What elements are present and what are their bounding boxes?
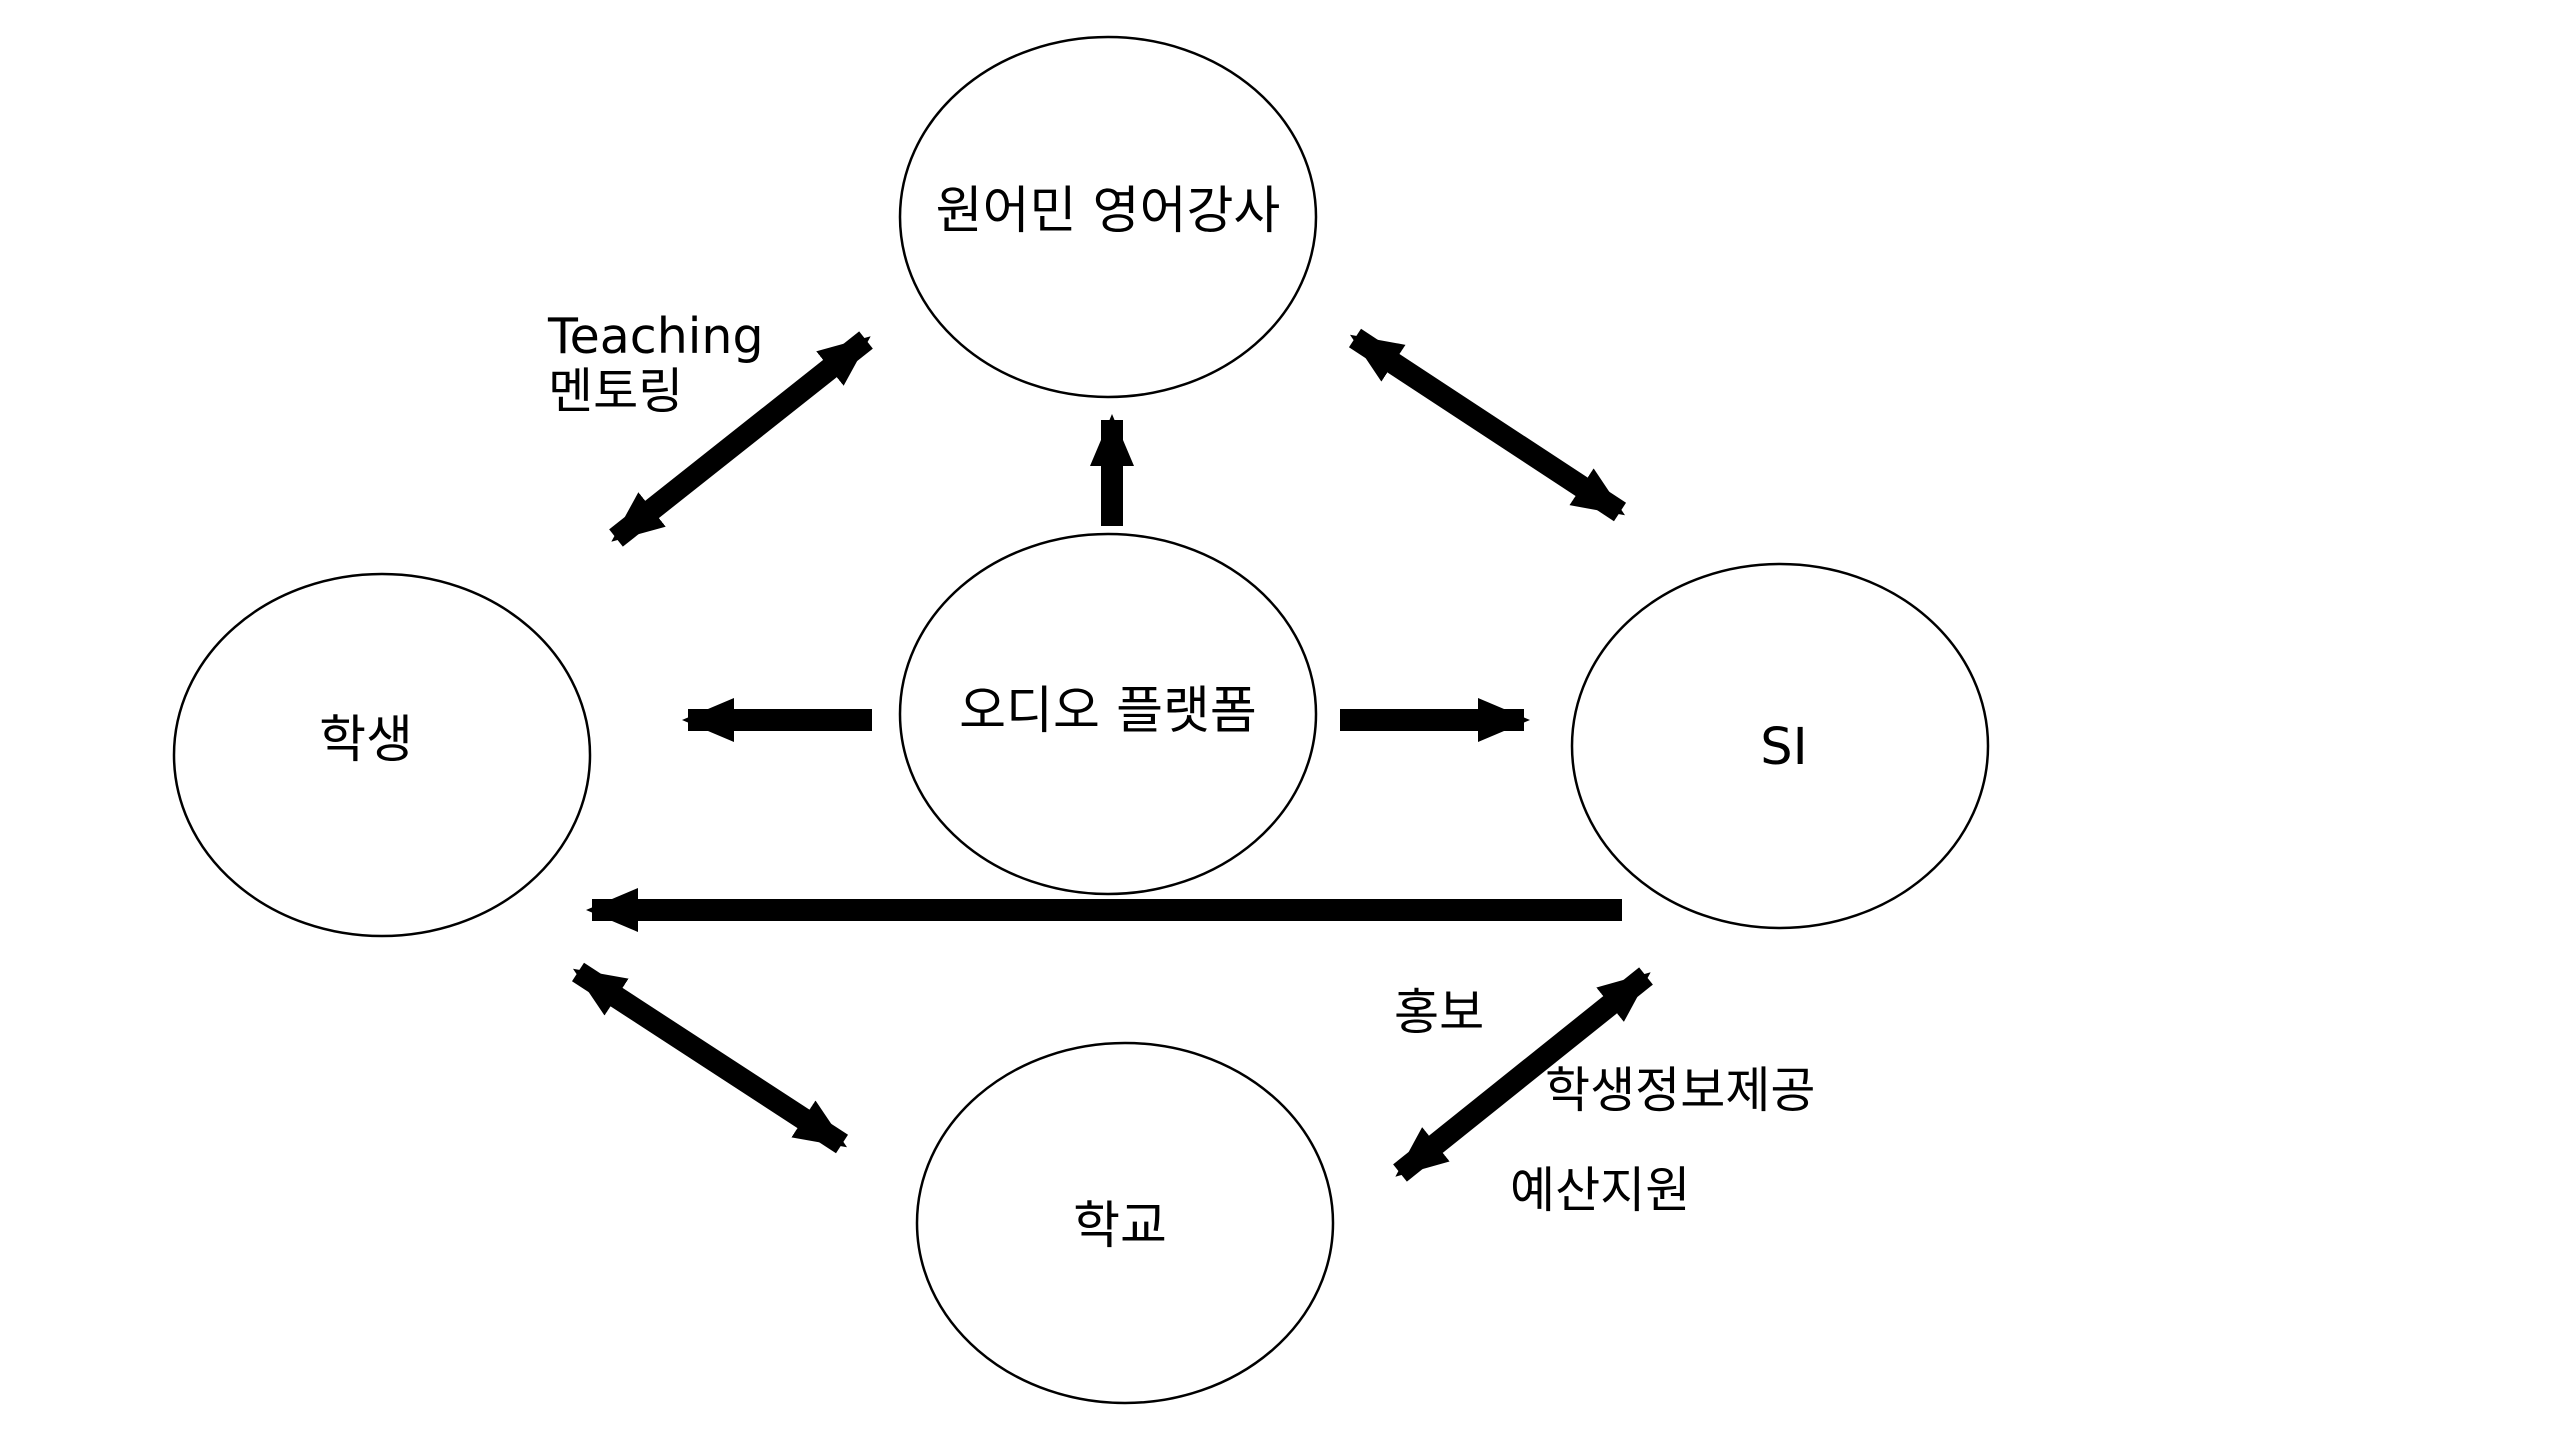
node-audio-platform: 오디오 플랫폼 [898, 532, 1318, 896]
node-si: SI [1570, 562, 1990, 930]
node-school: 학교 [915, 1041, 1335, 1405]
edge-label-mentoring: 멘토링 [548, 363, 683, 420]
arrow-native-teacher-si [1348, 328, 1627, 522]
arrow-student-school [571, 962, 849, 1154]
node-school-label: 학교 [1073, 1197, 1167, 1256]
node-native-teacher-label: 원어민 영어강사 [936, 182, 1281, 241]
node-si-label: SI [1760, 718, 1807, 777]
edge-label-budget-support: 예산지원 [1510, 1162, 1690, 1219]
node-native-teacher: 원어민 영어강사 [898, 35, 1318, 399]
node-audio-platform-label: 오디오 플랫폼 [959, 682, 1257, 741]
edge-label-promotion: 홍보 [1394, 984, 1484, 1041]
node-student-label: 학생 [319, 711, 413, 770]
edge-label-student-info: 학생정보제공 [1545, 1062, 1815, 1119]
node-student: 학생 [172, 572, 592, 938]
arrow-student-native-teacher [609, 331, 873, 547]
arrow-si-school [1393, 967, 1653, 1182]
edge-label-teaching: Teaching [547, 308, 764, 365]
